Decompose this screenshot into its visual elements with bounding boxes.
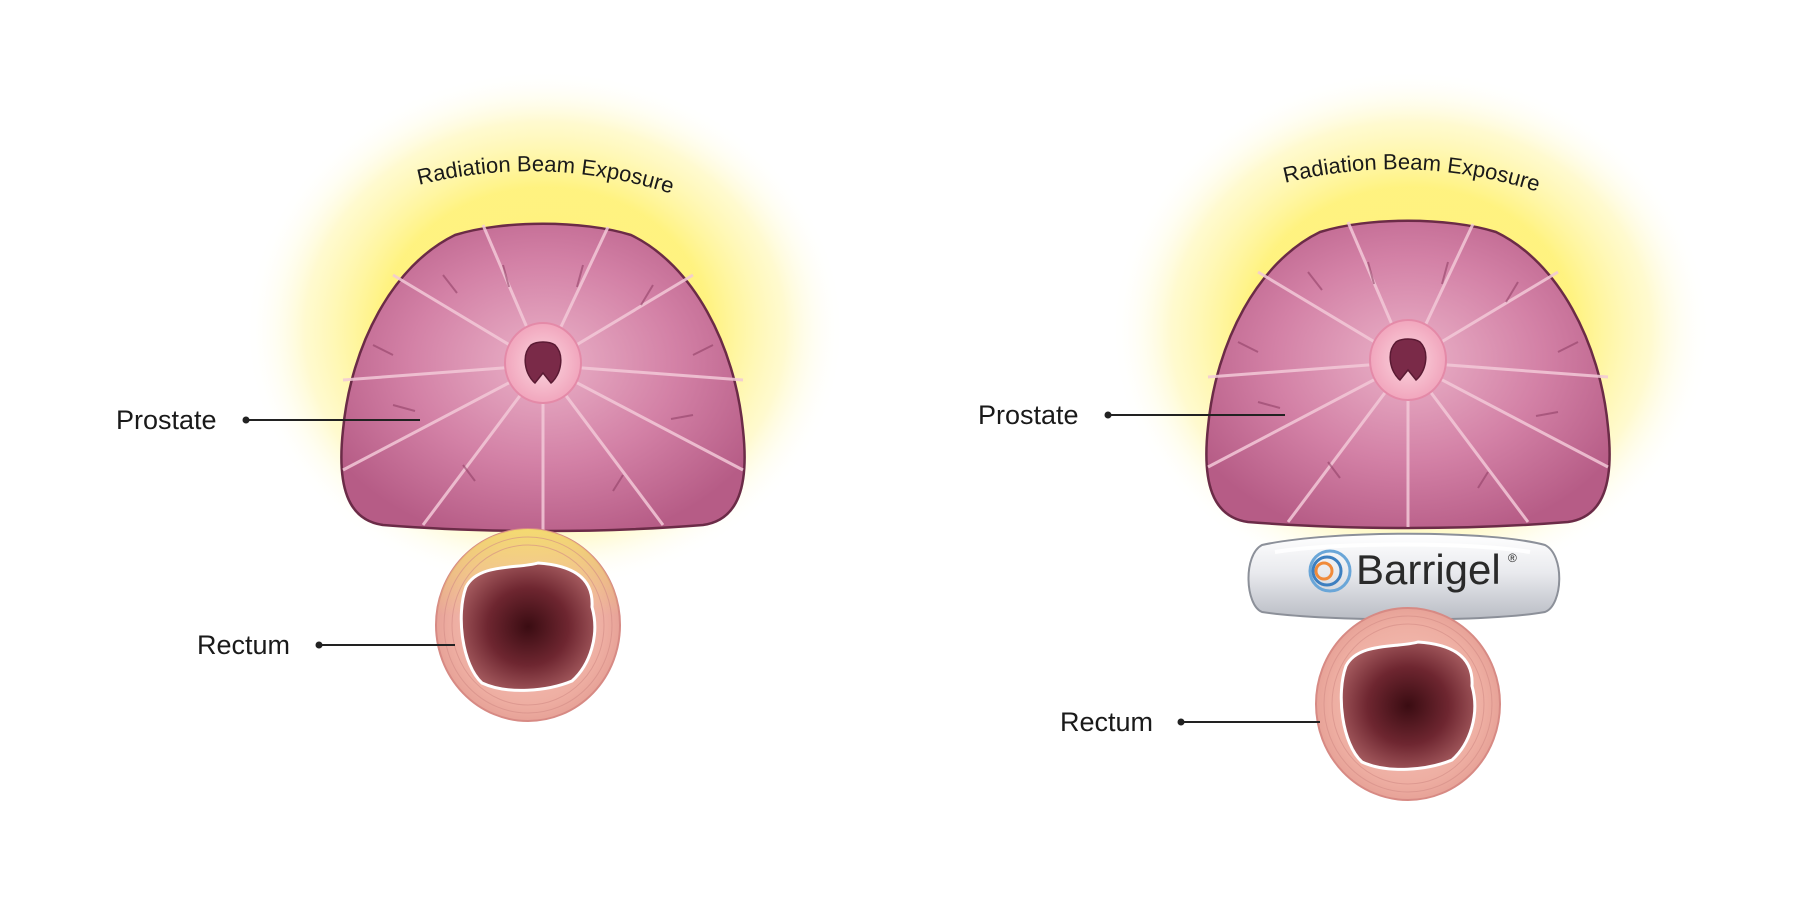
prostate-label-left: Prostate bbox=[116, 405, 217, 435]
prostate-left bbox=[340, 222, 746, 533]
registered-mark: ® bbox=[1508, 551, 1517, 565]
rectum-callout-right: Rectum bbox=[1060, 707, 1320, 737]
rectum-left bbox=[435, 528, 621, 722]
prostate-callout-left: Prostate bbox=[116, 405, 420, 435]
rectum-label-left: Rectum bbox=[197, 630, 290, 660]
barrigel-brand-text: Barrigel bbox=[1356, 546, 1501, 593]
barrigel-logo-icon bbox=[1308, 549, 1352, 593]
barrigel-spacer: Barrigel ® bbox=[1247, 532, 1561, 621]
rectum-label-right: Rectum bbox=[1060, 707, 1153, 737]
prostate-label-right: Prostate bbox=[978, 400, 1079, 430]
prostate-right bbox=[1205, 219, 1611, 530]
right-panel: Radiation Beam Exposure bbox=[978, 70, 1711, 801]
prostate-callout-right: Prostate bbox=[978, 400, 1285, 430]
rectum-right bbox=[1315, 607, 1501, 801]
left-panel: Radiation Beam Exposure bbox=[116, 70, 845, 722]
rectum-callout-left: Rectum bbox=[197, 630, 455, 660]
